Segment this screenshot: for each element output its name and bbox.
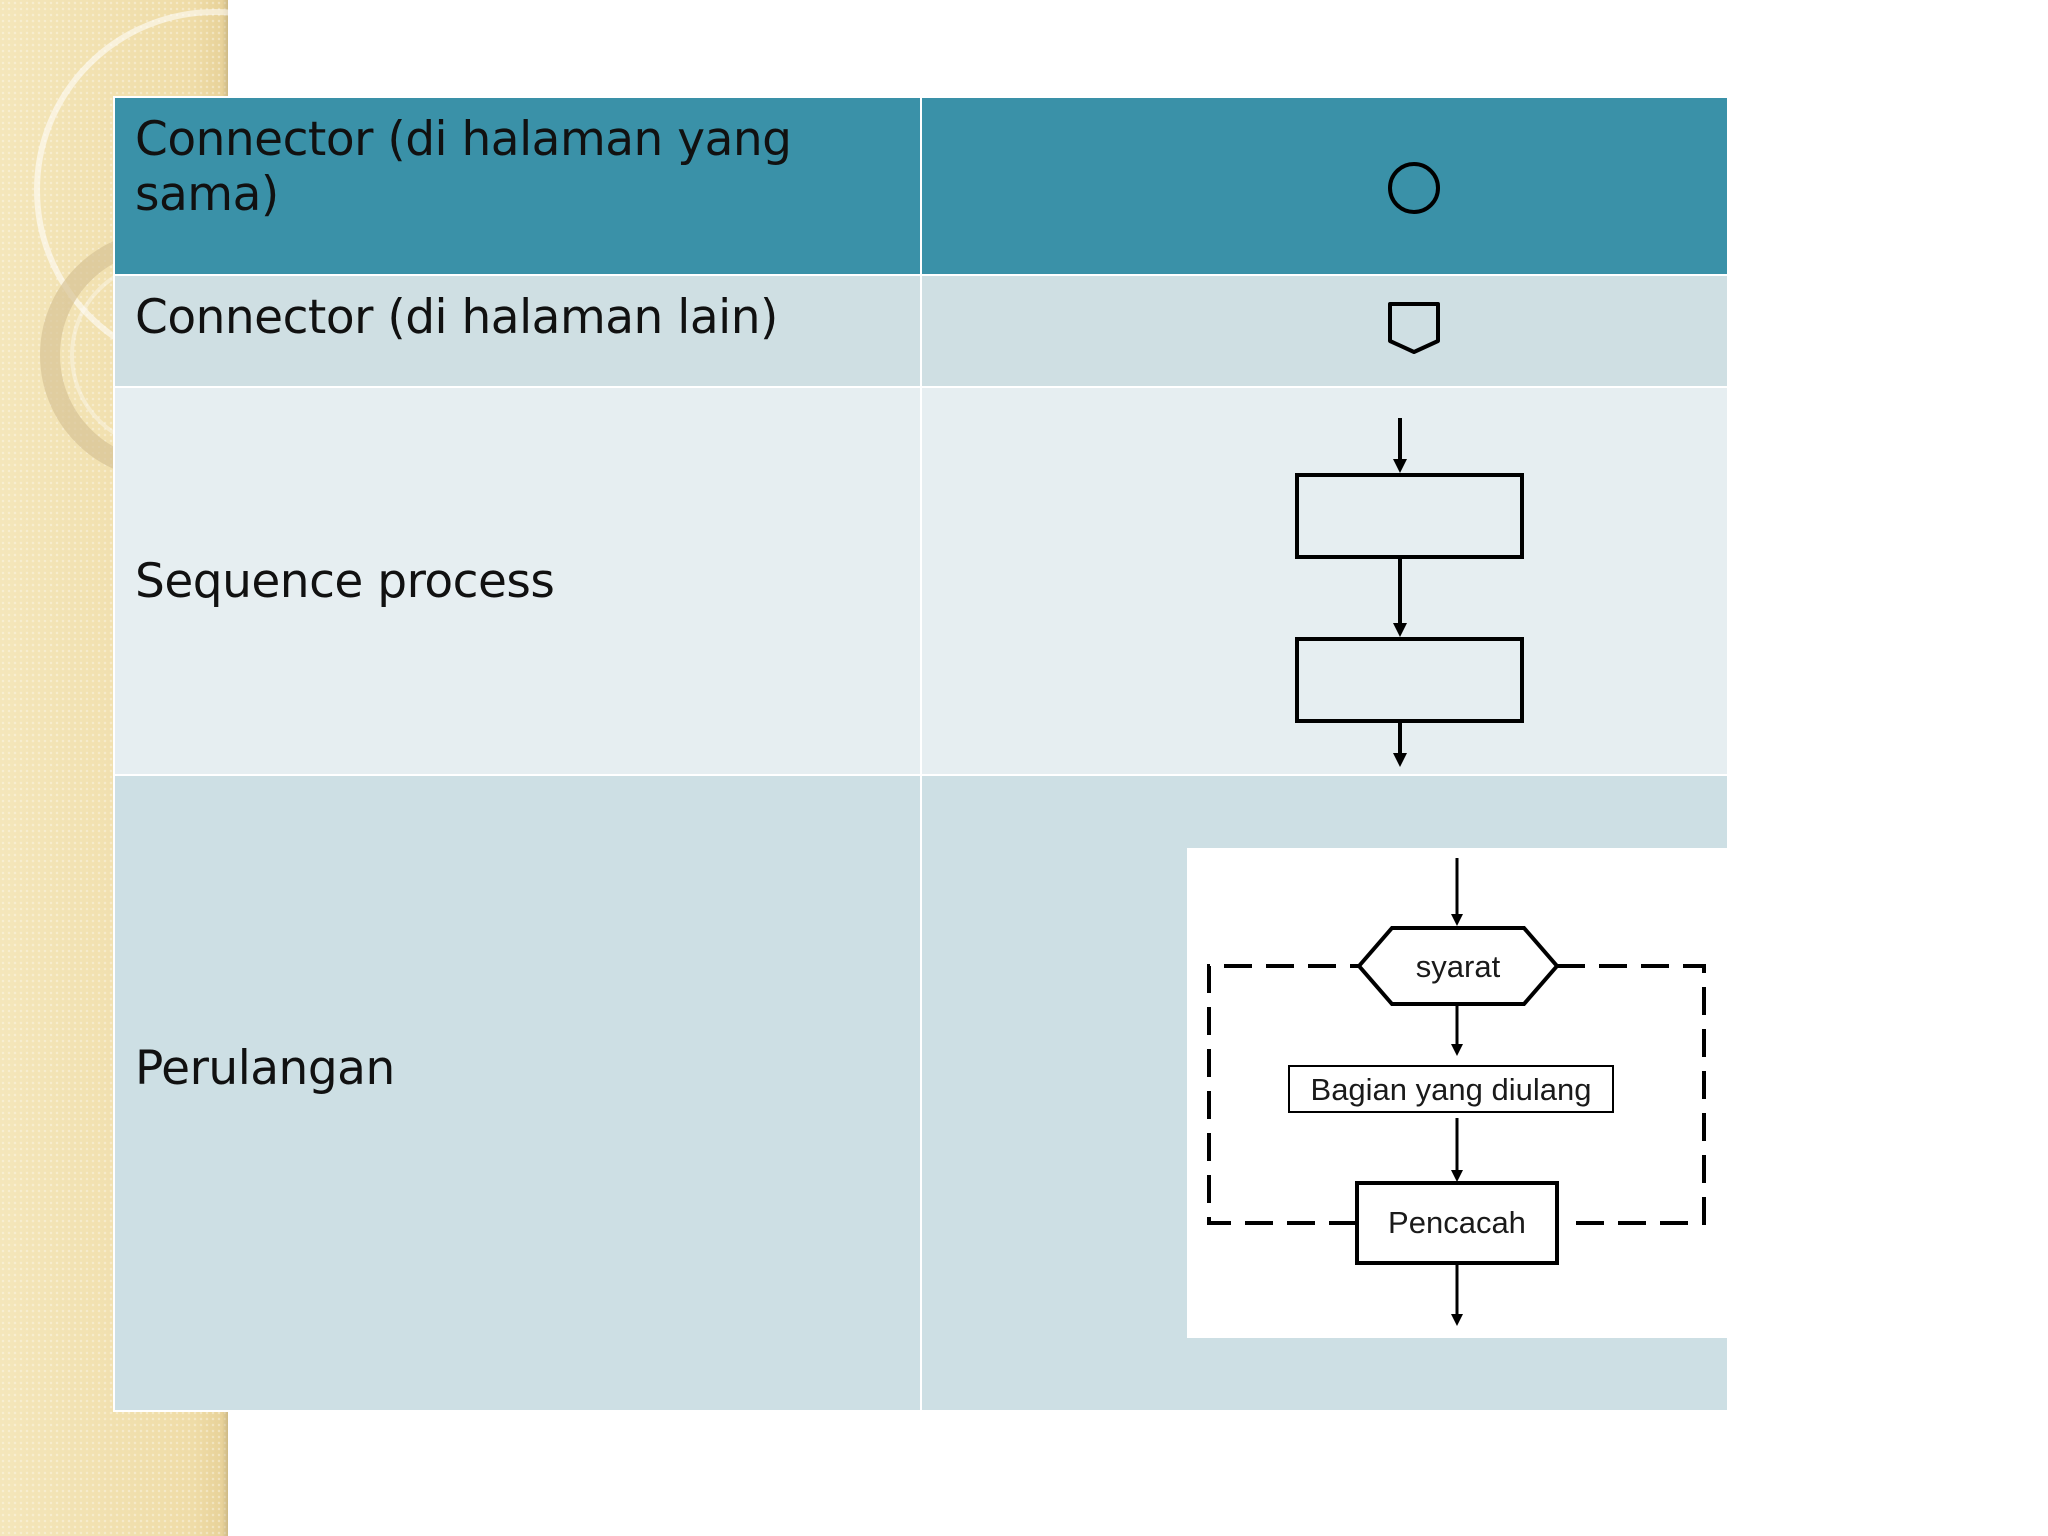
table-row: Connector (di halaman lain) xyxy=(113,274,1729,388)
flowchart-symbol-table: Connector (di halaman yang sama) Connect… xyxy=(113,96,1732,1412)
offpage-connector-icon xyxy=(1388,302,1440,354)
loop-counter-label: Pencacah xyxy=(1388,1205,1526,1240)
table-row: Connector (di halaman yang sama) xyxy=(113,96,1729,276)
loop-diagram: syarat Bagian yang diulang Pencacah xyxy=(1187,848,1732,1338)
row-label: Connector (di halaman lain) xyxy=(135,290,778,345)
table-row: Perulangan syarat Bagian yang diulang xyxy=(113,774,1732,1412)
row-label: Perulangan xyxy=(135,1040,395,1096)
row-label: Sequence process xyxy=(135,553,555,609)
table-row: Sequence process xyxy=(113,386,1729,776)
loop-condition-label: syarat xyxy=(1416,949,1501,984)
circle-connector-icon xyxy=(1388,162,1440,214)
sequence-process-icon xyxy=(1295,418,1524,767)
loop-flowchart-icon: syarat Bagian yang diulang Pencacah xyxy=(1207,858,1706,1326)
loop-body-label: Bagian yang diulang xyxy=(1311,1072,1592,1107)
row-label: Connector (di halaman yang sama) xyxy=(135,112,792,222)
